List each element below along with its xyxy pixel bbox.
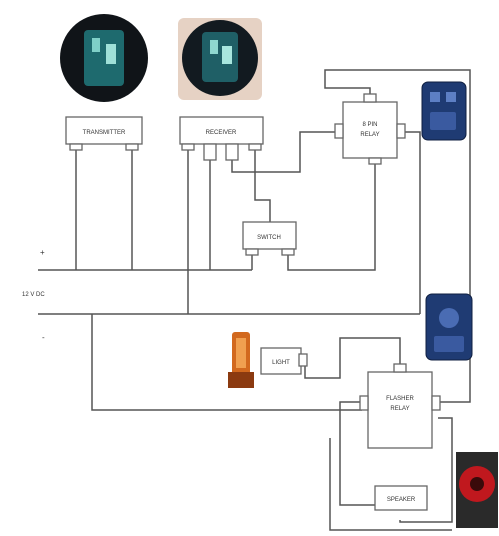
receiver-module: RECEIVER (179, 116, 264, 161)
transmitter-label: TRANSMITTER (83, 130, 126, 136)
receiver-pin4-wire (254, 150, 271, 230)
receiver-photo (178, 18, 262, 100)
switch-right-wire (287, 162, 376, 271)
transmitter-photo (60, 14, 148, 102)
flasher-label-line2: RELAY (390, 406, 409, 412)
relay-label-line2: RELAY (360, 132, 379, 138)
speaker-bottom-wire (329, 438, 452, 531)
speaker-label: SPEAKER (387, 497, 416, 503)
negative-label: - (42, 333, 45, 342)
flasher-photo (425, 293, 473, 361)
wires (38, 69, 471, 531)
positive-label: + (40, 248, 45, 257)
flasher-left-wire (339, 401, 375, 506)
light-module: LIGHT (260, 347, 308, 375)
lower-ground-wire (91, 314, 362, 411)
relay-right-wire (402, 131, 421, 314)
flasher-label-line1: FLASHER (386, 396, 414, 402)
transmitter-module: TRANSMITTER (65, 116, 143, 151)
switch-label: SWITCH (257, 235, 281, 241)
light-photo (228, 332, 254, 388)
speaker-module: SPEAKER (374, 485, 428, 511)
supply-label: 12 V DC (22, 292, 45, 298)
relay-top-wire (324, 69, 471, 403)
flasher-relay: FLASHER RELAY (359, 363, 441, 449)
relay-label-line1: 8 PIN (362, 122, 377, 128)
relay-photo (421, 81, 467, 141)
receiver-pin3-wire (231, 131, 335, 173)
eight-pin-relay: 8 PIN RELAY (334, 93, 406, 165)
flasher-right-wire (399, 417, 453, 523)
light-wire (304, 337, 401, 379)
relay-module-photo-icon (421, 81, 467, 141)
speaker-photo (456, 452, 498, 528)
receiver-label: RECEIVER (206, 130, 237, 136)
switch-module: SWITCH (242, 221, 297, 256)
light-label: LIGHT (272, 360, 290, 366)
